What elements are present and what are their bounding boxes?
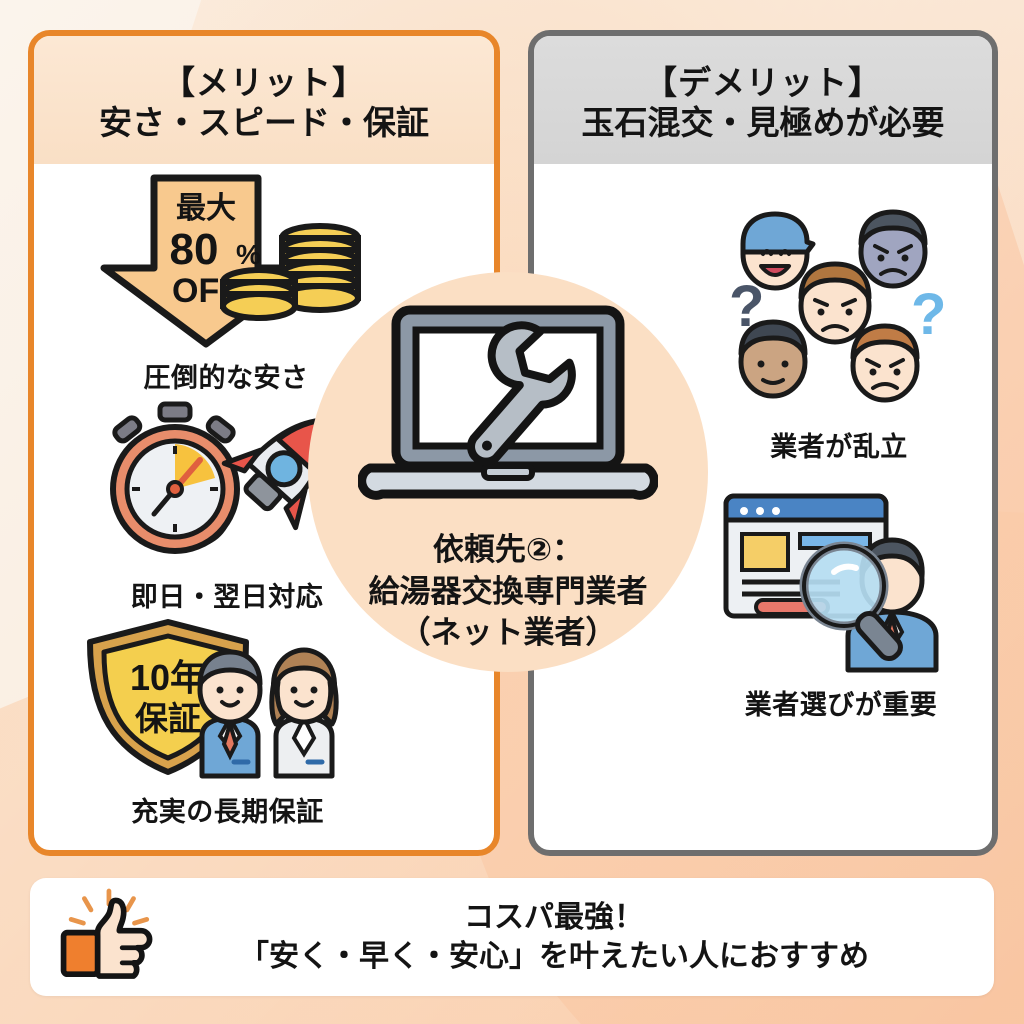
summary-line2: 「安く・早く・安心」を叶えたい人におすすめ <box>239 940 869 973</box>
merit-item-fast: 即日・翌日対応 <box>82 396 372 614</box>
laptop-wrench-icon <box>357 300 659 519</box>
badge-percent-label: % <box>236 239 261 270</box>
summary-text: コスパ最強！ 「安く・早く・安心」を叶えたい人におすすめ <box>140 898 968 976</box>
merit-item-cheap: 最大 80 % OFF <box>76 172 376 395</box>
center-line2: 給湯器交換専門業者 <box>368 573 648 609</box>
face-calm-bottom-left <box>738 319 808 399</box>
badge-small-label: 最大 <box>176 192 236 225</box>
sparkle-rays <box>68 888 150 926</box>
demerit-header-line1: 【デメリット】 <box>644 63 882 101</box>
demerit-panel-body: ? ? <box>534 164 992 850</box>
face-capped <box>740 211 816 291</box>
face-angry-dark <box>858 209 928 289</box>
center-badge-text: 依頼先②： 給湯器交換専門業者 （ネット業者） <box>369 529 648 654</box>
demerit-header-line2: 玉石混交・見極めが必要 <box>581 103 945 141</box>
demerit-item-many-vendors: ? ? <box>704 206 974 464</box>
demerit-item-choose-carefully-caption: 業者選びが重要 <box>744 690 938 720</box>
merit-panel-header: 【メリット】 安さ・スピード・保証 <box>34 36 494 164</box>
stopwatch-rocket-icon <box>82 396 372 571</box>
question-mark-right: ? <box>911 282 946 347</box>
many-faces-icon: ? ? <box>709 206 969 421</box>
merit-panel-body: 最大 80 % OFF <box>34 164 494 850</box>
coin-stack-icon <box>220 223 361 321</box>
demerit-item-many-vendors-caption: 業者が乱立 <box>770 432 908 462</box>
summary-bar: コスパ最強！ 「安く・早く・安心」を叶えたい人におすすめ <box>30 878 994 996</box>
shield-staff-icon: 10年 保証 <box>80 616 375 786</box>
face-angry-bottom-right <box>850 323 920 403</box>
merit-header-line2: 安さ・スピード・保証 <box>99 103 429 141</box>
merit-item-warranty-caption: 充実の長期保証 <box>131 797 324 827</box>
center-line1: 依頼先②： <box>432 532 584 567</box>
merit-panel: 【メリット】 安さ・スピード・保証 最大 80 % OFF <box>28 30 500 856</box>
demerit-item-choose-carefully: 業者選びが重要 <box>706 484 976 722</box>
shield-years-label: 10年 <box>130 657 206 698</box>
center-line3: （ネット業者） <box>399 615 617 651</box>
merit-item-cheap-caption: 圧倒的な安さ <box>143 363 309 393</box>
summary-line1: コスパ最強！ <box>464 901 644 934</box>
merit-item-warranty: 10年 保証 <box>80 616 375 829</box>
discount-arrow-icon: 最大 80 % OFF <box>76 172 376 352</box>
merit-header-line1: 【メリット】 <box>162 63 366 101</box>
merit-item-fast-caption: 即日・翌日対応 <box>130 582 324 612</box>
demerit-panel-header: 【デメリット】 玉石混交・見極めが必要 <box>534 36 992 164</box>
badge-big-label: 80 <box>170 225 219 274</box>
shield-guarantee-label: 保証 <box>135 700 201 737</box>
center-badge: 依頼先②： 給湯器交換専門業者 （ネット業者） <box>300 300 716 654</box>
face-worried-center <box>798 261 872 345</box>
demerit-panel: 【デメリット】 玉石混交・見極めが必要 ? ? <box>528 30 998 856</box>
thumbs-up-icon <box>56 887 160 987</box>
website-magnifier-icon <box>716 484 966 679</box>
